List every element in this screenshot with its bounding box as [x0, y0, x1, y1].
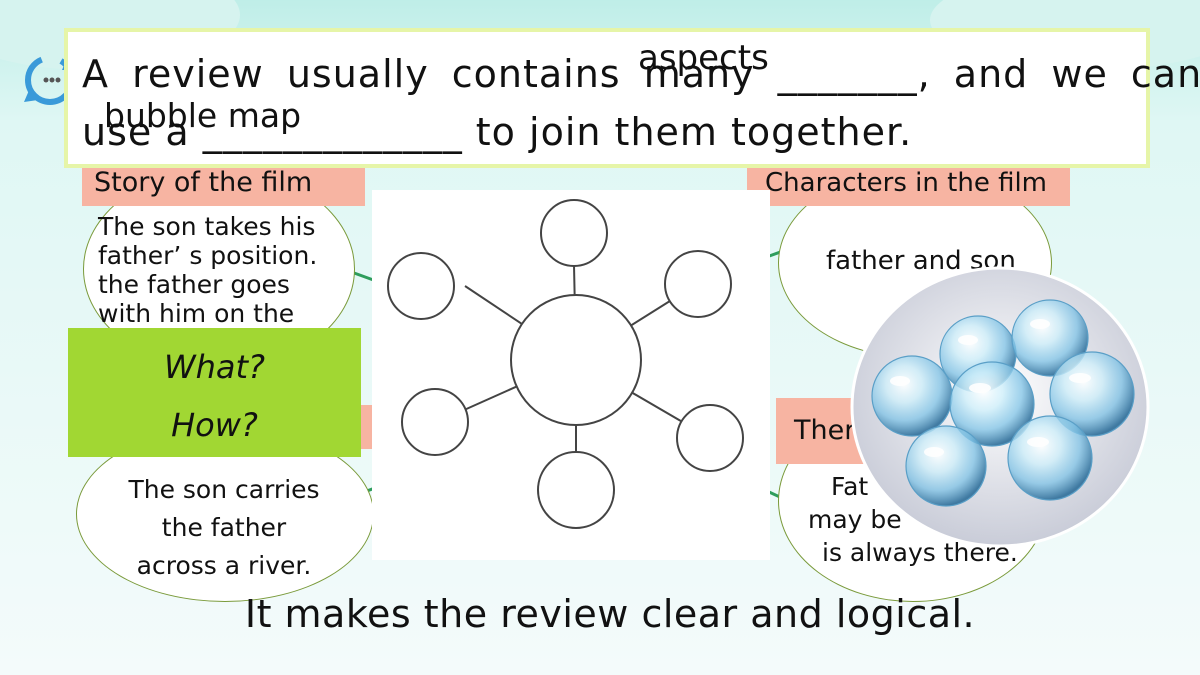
story-text-4: with him on the	[98, 299, 295, 328]
scene-text-2: the father	[161, 513, 287, 542]
answer-bubble-map: bubble map	[104, 96, 302, 135]
characters-label: Characters in the film	[747, 162, 1070, 206]
question-box: A review usually contains many _______, …	[64, 28, 1200, 168]
scene-text-3: across a river.	[136, 551, 312, 580]
prompt-what: What?	[163, 348, 266, 386]
glass-marbles-image	[850, 266, 1150, 548]
bubble-map-diagram	[372, 190, 770, 560]
question-line-1: A review usually contains many _______, …	[82, 52, 1200, 96]
story-text-3: the father goes	[98, 270, 290, 299]
story-text-2: father’ s position.	[98, 241, 318, 270]
conclusion-text: It makes the review clear and logical.	[244, 592, 976, 636]
question-line-2: use a _____________ to join them togethe…	[82, 110, 913, 154]
prompt-how: How?	[171, 406, 258, 444]
answer-aspects: aspects	[638, 38, 769, 78]
story-label: Story of the film	[82, 162, 365, 206]
story-text-1: The son takes his	[98, 212, 316, 241]
theme-text-2: may be	[808, 505, 902, 534]
prompt-box: What? How?	[68, 328, 361, 457]
scene-text-1: The son carries	[128, 475, 320, 504]
theme-text-1: Fat	[831, 472, 869, 501]
